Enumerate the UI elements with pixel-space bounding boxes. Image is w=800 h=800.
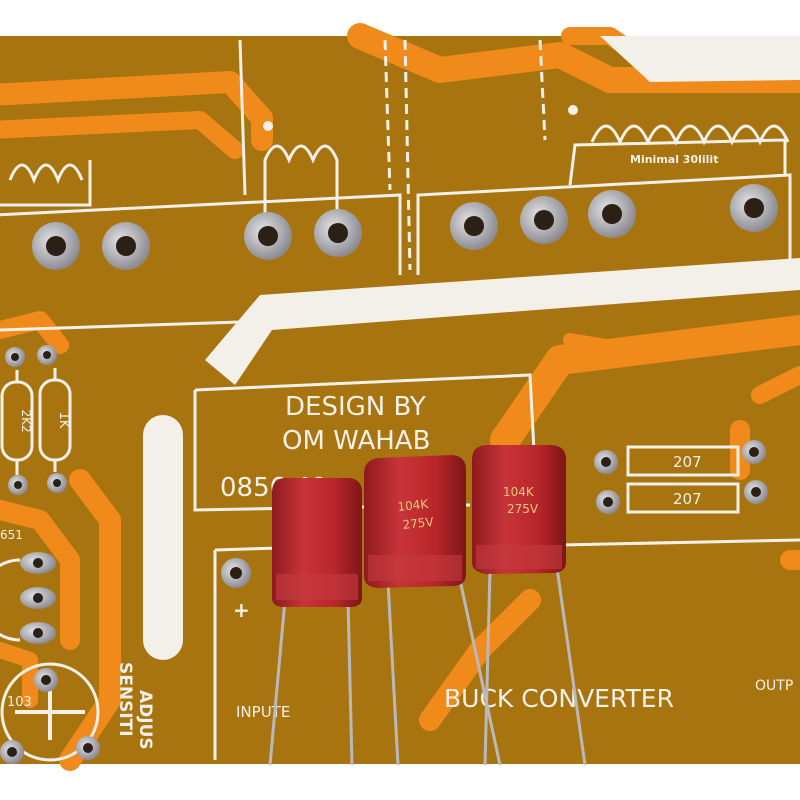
capacitor-2-marking-line-2: 275V	[402, 515, 435, 532]
pad	[596, 490, 620, 514]
pad	[742, 440, 766, 464]
pad	[730, 184, 778, 232]
inductor-coil-center	[263, 121, 339, 220]
pad	[314, 209, 362, 257]
resistor-2k2-label: 2K2	[19, 409, 33, 432]
pad	[47, 473, 67, 493]
buck-converter-label: BUCK CONVERTER	[444, 684, 674, 713]
pad	[0, 740, 24, 764]
capacitor-2: 104K 275V	[364, 455, 466, 588]
pad	[520, 196, 568, 244]
through-hole-pads	[0, 184, 778, 764]
capacitor-2-marking-line-1: 104K	[397, 497, 430, 514]
pad	[20, 587, 56, 609]
capacitor-leads	[268, 567, 587, 766]
pad	[594, 450, 618, 474]
transistor-outline	[0, 558, 21, 642]
pad	[34, 668, 58, 692]
resistor-2k2-outline	[0, 370, 34, 475]
pad	[37, 345, 57, 365]
input-plus-sign: +	[233, 598, 250, 622]
sensitivity-label: SENSITI	[115, 662, 135, 737]
input-label: INPUTE	[236, 703, 290, 721]
pad	[450, 202, 498, 250]
capacitor-3-marking-line-2: 275V	[507, 502, 539, 516]
pad	[8, 475, 28, 495]
resistor-207-b-label: 207	[673, 490, 702, 508]
pad	[588, 190, 636, 238]
pad	[744, 480, 768, 504]
pad	[32, 222, 80, 270]
pad	[20, 552, 56, 574]
inductor-coil-left	[8, 163, 84, 185]
designer-line-1: DESIGN BY	[285, 392, 426, 422]
resistor-1k-outline	[38, 368, 72, 472]
pad	[102, 222, 150, 270]
trimpot-label: 103	[7, 695, 32, 710]
part-651-label: 651	[0, 528, 23, 542]
resistor-207-a-label: 207	[673, 453, 702, 471]
silkscreen-diagonal-band	[205, 258, 800, 385]
adjust-label: ADJUS	[135, 690, 155, 750]
silkscreen-corner-band	[600, 36, 800, 82]
pad	[76, 736, 100, 760]
inductor-label: Minimal 30lilit	[630, 153, 718, 166]
pad	[20, 622, 56, 644]
capacitor-3-marking-line-1: 104K	[503, 485, 535, 499]
capacitor-3: 104K 275V	[472, 445, 566, 574]
output-label: OUTP	[755, 678, 793, 694]
pcb-substrate	[0, 36, 800, 764]
trimpot-outline	[0, 662, 100, 762]
silkscreen-slot	[143, 415, 183, 660]
inductor-coil-right	[568, 105, 790, 146]
pad	[5, 347, 25, 367]
designer-line-2: OM WAHAB	[282, 426, 430, 456]
capacitor-1	[272, 478, 362, 607]
trimpot-cross	[15, 690, 85, 740]
resistor-1k-label: 1K	[56, 412, 71, 429]
pad	[221, 558, 251, 588]
pad	[244, 212, 292, 260]
